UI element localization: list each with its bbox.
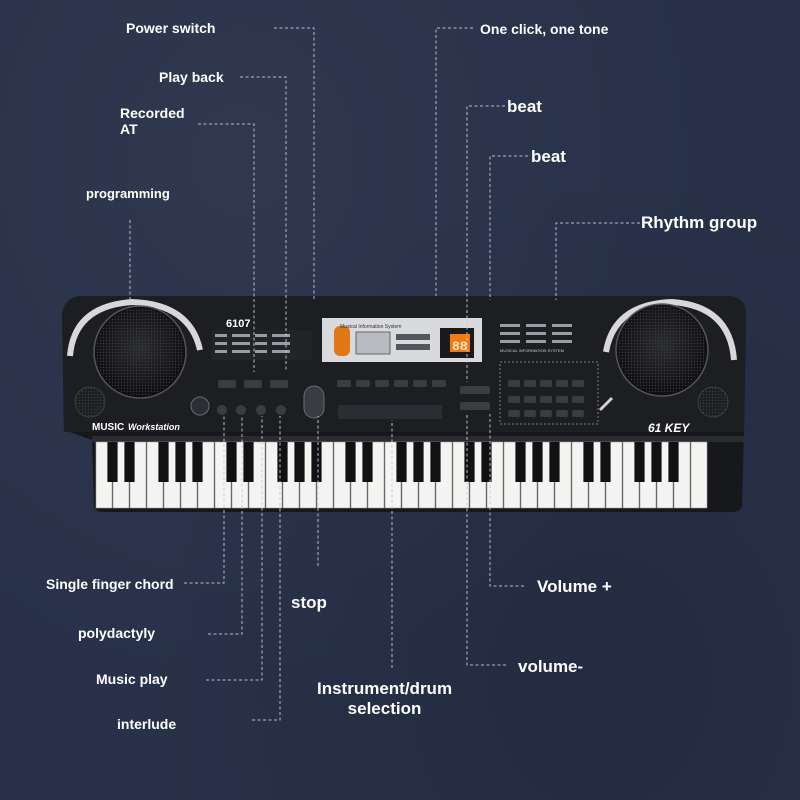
label-one-click-one-tone: One click, one tone [480, 21, 609, 37]
model-number: 6107 [226, 318, 250, 330]
black-key[interactable] [345, 442, 356, 482]
mic-grilles [74, 386, 729, 418]
display-title: Musical Information System [340, 324, 401, 330]
label-interlude: interlude [117, 716, 177, 732]
left-control-panel [190, 330, 325, 419]
black-key[interactable] [158, 442, 169, 482]
label-polydactyly: polydactyly [78, 625, 156, 641]
label-beat-2: beat [531, 147, 566, 166]
black-key[interactable] [481, 442, 492, 482]
black-key[interactable] [515, 442, 526, 482]
right-control-panel [499, 324, 614, 425]
label-power-switch: Power switch [126, 20, 216, 36]
lcd-display [322, 318, 482, 362]
label-music-play: Music play [96, 671, 168, 687]
panel-right-title: MUSICAL INFORMATION SYSTEM [500, 348, 564, 353]
black-key[interactable] [396, 442, 407, 482]
piano-keys [95, 441, 708, 509]
key-count-badge: 61 KEY [648, 421, 690, 435]
label-stop: stop [291, 593, 327, 612]
black-key[interactable] [413, 442, 424, 482]
black-key[interactable] [583, 442, 594, 482]
black-key[interactable] [362, 442, 373, 482]
black-key[interactable] [192, 442, 203, 482]
white-key[interactable] [690, 441, 708, 509]
black-key[interactable] [175, 442, 186, 482]
label-instrument-drum-selection: Instrument/drum selection [317, 679, 453, 718]
brand-suffix-label: Workstation [128, 422, 180, 432]
leader-lines [129, 27, 640, 721]
black-key[interactable] [311, 442, 322, 482]
black-key[interactable] [651, 442, 662, 482]
label-volume-plus: Volume + [537, 577, 612, 596]
black-key[interactable] [668, 442, 679, 482]
brand-label: MUSIC [92, 422, 124, 433]
black-key[interactable] [430, 442, 441, 482]
left-speaker [67, 298, 203, 399]
black-key[interactable] [226, 442, 237, 482]
label-recorded-at: Recorded AT [120, 105, 185, 138]
middle-buttons [337, 380, 490, 419]
black-key[interactable] [600, 442, 611, 482]
label-rhythm-group: Rhythm group [641, 213, 758, 232]
label-play-back: Play back [159, 69, 224, 85]
black-key[interactable] [294, 442, 305, 482]
label-single-finger-chord: Single finger chord [46, 576, 174, 592]
black-key[interactable] [124, 442, 135, 482]
black-key[interactable] [549, 442, 560, 482]
black-key[interactable] [464, 442, 475, 482]
display-digits: 88 [452, 339, 468, 354]
right-speaker [603, 298, 737, 397]
label-beat-1: beat [507, 97, 542, 116]
black-key[interactable] [277, 442, 288, 482]
black-key[interactable] [107, 442, 118, 482]
black-key[interactable] [532, 442, 543, 482]
label-volume-minus: volume- [518, 657, 584, 676]
black-key[interactable] [634, 442, 645, 482]
black-key[interactable] [243, 442, 254, 482]
label-programming: programming [86, 186, 170, 201]
